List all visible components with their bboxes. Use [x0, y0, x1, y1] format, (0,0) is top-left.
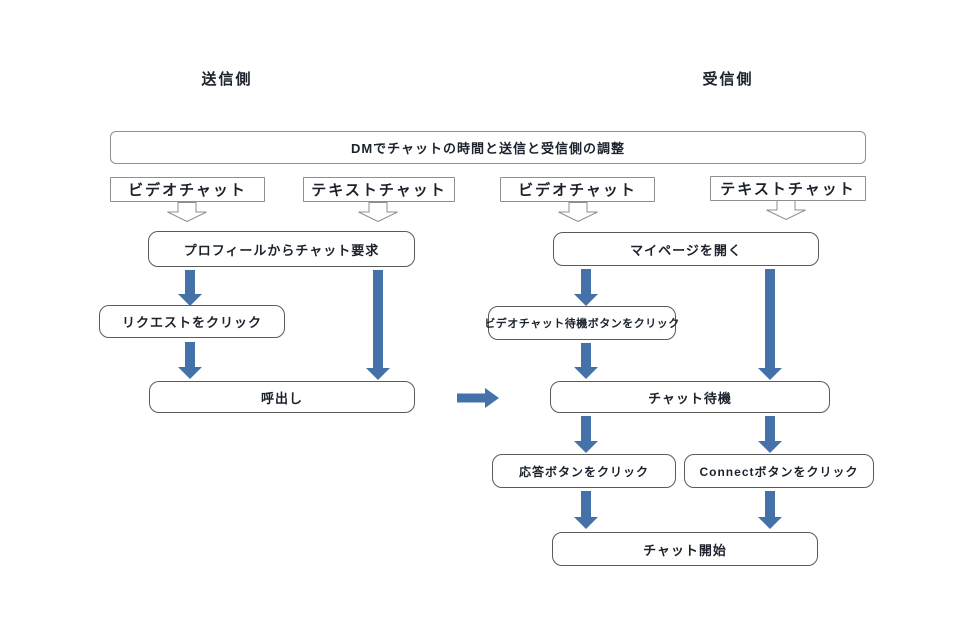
chat-start-box: チャット開始 [552, 532, 818, 566]
down-arrow-long-icon [366, 270, 390, 380]
dm-coordination-box: DMでチャットの時間と送信と受信側の調整 [110, 131, 866, 164]
click-answer-box: 応答ボタンをクリック [492, 454, 676, 488]
down-arrow-icon [574, 343, 598, 379]
receiver-column-header: 受信側 [702, 71, 754, 88]
sender-column-header: 送信側 [201, 71, 253, 88]
sender-video-chat-box: ビデオチャット [110, 177, 265, 202]
hollow-down-arrow-icon [167, 202, 207, 222]
hollow-down-arrow-icon [766, 200, 806, 220]
profile-chat-request-box: プロフィールからチャット要求 [148, 231, 415, 267]
receiver-text-chat-box: テキストチャット [710, 176, 866, 201]
down-arrow-long-icon [758, 269, 782, 380]
chat-standby-box: チャット待機 [550, 381, 830, 413]
click-connect-box: Connectボタンをクリック [684, 454, 874, 488]
click-video-standby-box: ビデオチャット待機ボタンをクリック [484, 306, 679, 340]
down-arrow-icon [574, 491, 598, 529]
down-arrow-icon [574, 416, 598, 453]
call-box: 呼出し [149, 381, 415, 413]
hollow-down-arrow-icon [558, 202, 598, 222]
receiver-video-chat-box: ビデオチャット [500, 177, 655, 202]
click-request-box: リクエストをクリック [99, 305, 285, 338]
open-mypage-box: マイページを開く [553, 232, 819, 266]
hollow-down-arrow-icon [358, 202, 398, 222]
down-arrow-icon [758, 416, 782, 453]
down-arrow-icon [178, 342, 202, 379]
down-arrow-icon [178, 270, 202, 306]
right-arrow-icon [457, 388, 499, 408]
down-arrow-icon [574, 269, 598, 306]
sender-text-chat-box: テキストチャット [303, 177, 455, 202]
down-arrow-icon [758, 491, 782, 529]
